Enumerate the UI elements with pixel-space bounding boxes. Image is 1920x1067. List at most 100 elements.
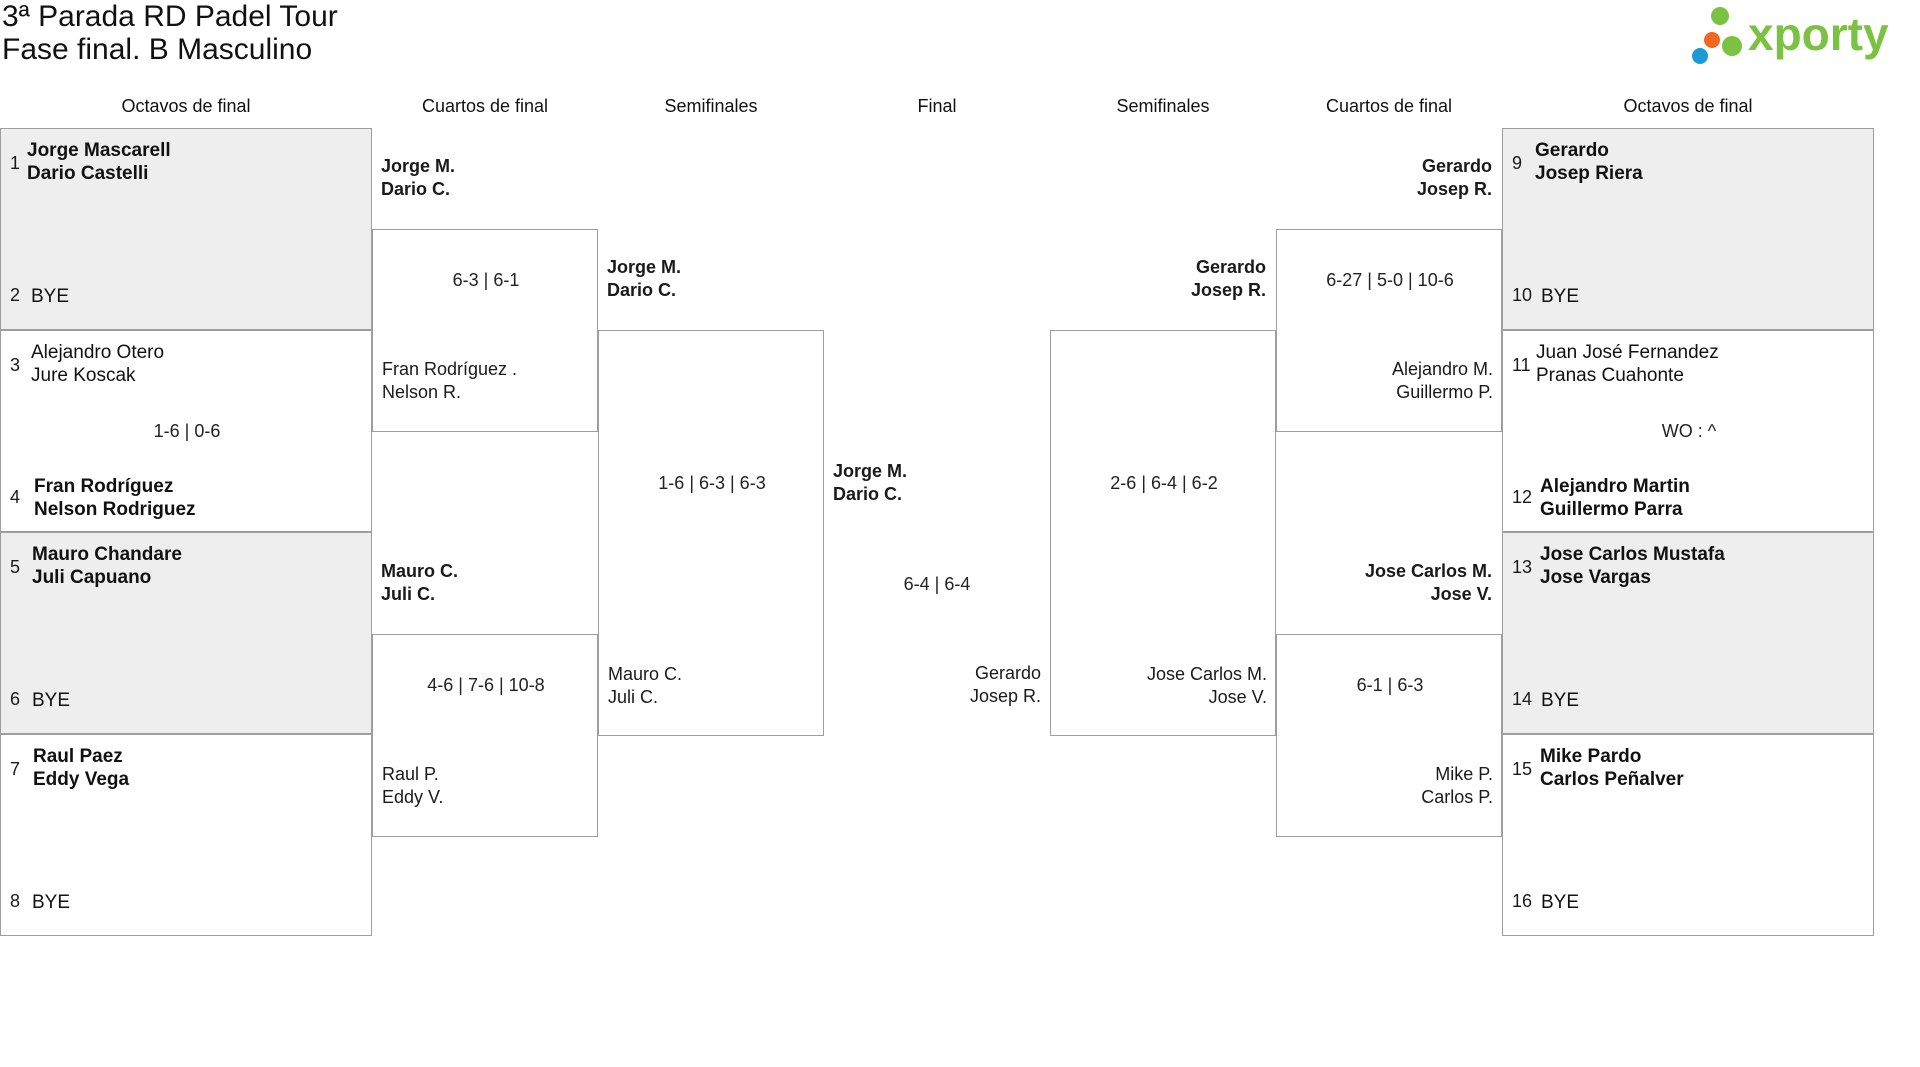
page-title: 3ª Parada RD Padel Tour Fase final. B Ma… bbox=[2, 0, 338, 66]
player-name: Jorge Mascarell bbox=[27, 140, 171, 161]
player-name: Pranas Cuahonte bbox=[1536, 365, 1684, 386]
qf-right-2-team-a: Jose Carlos M. Jose V. bbox=[1276, 560, 1492, 606]
player-name: Gerardo bbox=[1535, 140, 1609, 161]
player-name: Alejandro Otero bbox=[31, 342, 165, 363]
player-name: Mike P. bbox=[1435, 764, 1493, 784]
seed-number: 16 bbox=[1512, 891, 1533, 911]
qf-left-2-team-a: Mauro C. Juli C. bbox=[381, 560, 458, 606]
header-final: Final bbox=[917, 96, 957, 116]
player-name: Jorge M. bbox=[833, 461, 908, 481]
player-name: Fran Rodríguez bbox=[34, 476, 174, 497]
player-name: Jose V. bbox=[1208, 687, 1267, 707]
match-score: 4-6 | 7-6 | 10-8 bbox=[427, 675, 545, 695]
seed-number: 2 bbox=[10, 285, 21, 305]
player-name: Dario C. bbox=[833, 484, 903, 504]
team-a-names: Jorge Mascarell Dario Castelli bbox=[27, 139, 171, 185]
team-b-names: Mike P. Carlos P. bbox=[1277, 763, 1493, 809]
seed-number: 3 bbox=[10, 355, 21, 375]
team-b-names: Fran Rodríguez . Nelson R. bbox=[382, 358, 517, 404]
match-score: 6-1 | 6-3 bbox=[1356, 675, 1424, 695]
seed-number: 7 bbox=[10, 759, 21, 779]
logo-dot-green-right bbox=[1722, 36, 1742, 56]
player-name: Carlos Peñalver bbox=[1540, 769, 1684, 790]
player-name: Carlos P. bbox=[1421, 787, 1493, 807]
player-name: Eddy Vega bbox=[33, 769, 130, 790]
seed-number: 1 bbox=[10, 153, 21, 173]
r16-right-match-1[interactable]: 9 Gerardo Josep Riera 10 BYE bbox=[1502, 128, 1874, 330]
bye-label: BYE bbox=[1541, 892, 1580, 913]
player-name: Nelson R. bbox=[382, 382, 462, 402]
player-name: Dario C. bbox=[381, 179, 451, 199]
r16-left-match-2[interactable]: 3 Alejandro Otero Jure Koscak 1-6 | 0-6 … bbox=[0, 330, 372, 532]
player-name: Juli C. bbox=[608, 687, 659, 707]
seed-number: 9 bbox=[1512, 153, 1523, 173]
player-name: Jorge M. bbox=[381, 156, 456, 176]
match-score: 6-27 | 5-0 | 10-6 bbox=[1326, 270, 1454, 290]
logo-dot-orange bbox=[1704, 32, 1720, 48]
title-line-2: Fase final. B Masculino bbox=[2, 33, 313, 66]
player-name: Jure Koscak bbox=[31, 365, 136, 386]
player-name: Juli Capuano bbox=[32, 567, 152, 588]
r16-right-match-2[interactable]: 11 Juan José Fernandez Pranas Cuahonte W… bbox=[1502, 330, 1874, 532]
team-b-names: Fran Rodríguez Nelson Rodriguez bbox=[34, 475, 196, 521]
player-name: Eddy V. bbox=[382, 787, 444, 807]
seed-number: 12 bbox=[1512, 487, 1533, 507]
team-a-names: Alejandro Otero Jure Koscak bbox=[31, 341, 164, 387]
bye-label: BYE bbox=[32, 892, 71, 913]
seed-number: 14 bbox=[1512, 689, 1533, 709]
r16-right-match-4[interactable]: 15 Mike Pardo Carlos Peñalver 16 BYE bbox=[1502, 734, 1874, 936]
player-name: Alejandro Martin bbox=[1540, 476, 1690, 497]
bye-label: BYE bbox=[1541, 286, 1580, 307]
qf-left-match-2[interactable]: 4-6 | 7-6 | 10-8 Raul P. Eddy V. bbox=[372, 634, 598, 837]
final-team-b: Gerardo Josep R. bbox=[900, 662, 1041, 708]
match-score: 1-6 | 0-6 bbox=[153, 421, 221, 441]
final-team-a: Jorge M. Dario C. bbox=[833, 460, 907, 506]
bye-label: BYE bbox=[31, 286, 70, 307]
player-name: Jorge M. bbox=[607, 257, 682, 277]
team-a-names: Raul Paez Eddy Vega bbox=[33, 745, 129, 791]
r16-left-match-3[interactable]: 5 Mauro Chandare Juli Capuano 6 BYE bbox=[0, 532, 372, 734]
match-score: 1-6 | 6-3 | 6-3 bbox=[658, 473, 766, 493]
player-name: Raul P. bbox=[382, 764, 439, 784]
player-name: Nelson Rodriguez bbox=[34, 499, 196, 520]
qf-right-1-team-a: Gerardo Josep R. bbox=[1276, 155, 1492, 201]
qf-right-match-1[interactable]: 6-27 | 5-0 | 10-6 Alejandro M. Guillermo… bbox=[1276, 229, 1502, 432]
header-right-r16: Octavos de final bbox=[1623, 96, 1753, 116]
r16-left-match-4[interactable]: 7 Raul Paez Eddy Vega 8 BYE bbox=[0, 734, 372, 936]
r16-left-match-1[interactable]: 1 Jorge Mascarell Dario Castelli 2 BYE bbox=[0, 128, 372, 330]
seed-number: 10 bbox=[1512, 285, 1533, 305]
match-score: 6-3 | 6-1 bbox=[452, 270, 520, 290]
seed-number: 6 bbox=[10, 689, 21, 709]
header-left-r16: Octavos de final bbox=[121, 96, 251, 116]
team-b-names: Alejandro M. Guillermo P. bbox=[1277, 358, 1493, 404]
sf-right-match[interactable]: 2-6 | 6-4 | 6-2 Jose Carlos M. Jose V. bbox=[1050, 330, 1276, 736]
player-name: Jose Carlos M. bbox=[1146, 664, 1267, 684]
player-name: Juli C. bbox=[381, 584, 436, 604]
bye-label: BYE bbox=[32, 690, 71, 711]
player-name: Josep R. bbox=[969, 686, 1041, 706]
match-score: WO : ^ bbox=[1661, 421, 1717, 441]
r16-right-match-3[interactable]: 13 Jose Carlos Mustafa Jose Vargas 14 BY… bbox=[1502, 532, 1874, 734]
team-b-names: Jose Carlos M. Jose V. bbox=[1051, 663, 1267, 709]
qf-left-match-1[interactable]: 6-3 | 6-1 Fran Rodríguez . Nelson R. bbox=[372, 229, 598, 432]
final-score: 6-4 | 6-4 bbox=[903, 574, 971, 594]
player-name: Jose V. bbox=[1430, 584, 1492, 604]
qf-right-match-2[interactable]: 6-1 | 6-3 Mike P. Carlos P. bbox=[1276, 634, 1502, 837]
sf-right-team-a: Gerardo Josep R. bbox=[1050, 256, 1266, 302]
team-a-names: Mauro Chandare Juli Capuano bbox=[32, 543, 182, 589]
player-name: Gerardo bbox=[1195, 257, 1266, 277]
team-a-names: Juan José Fernandez Pranas Cuahonte bbox=[1536, 341, 1719, 387]
player-name: Dario Castelli bbox=[27, 163, 149, 184]
seed-number: 4 bbox=[10, 487, 21, 507]
player-name: Dario C. bbox=[607, 280, 677, 300]
xporty-logo: xporty bbox=[1692, 7, 1889, 64]
seed-number: 11 bbox=[1512, 355, 1531, 375]
team-a-names: Gerardo Josep Riera bbox=[1535, 139, 1643, 185]
sf-left-match[interactable]: 1-6 | 6-3 | 6-3 Mauro C. Juli C. bbox=[598, 330, 824, 736]
team-a-names: Jose Carlos Mustafa Jose Vargas bbox=[1540, 543, 1725, 589]
player-name: Jose Carlos M. bbox=[1364, 561, 1492, 581]
seed-number: 8 bbox=[10, 891, 21, 911]
player-name: Mauro C. bbox=[608, 664, 683, 684]
player-name: Guillermo P. bbox=[1396, 382, 1493, 402]
title-line-1: 3ª Parada RD Padel Tour bbox=[2, 0, 338, 33]
